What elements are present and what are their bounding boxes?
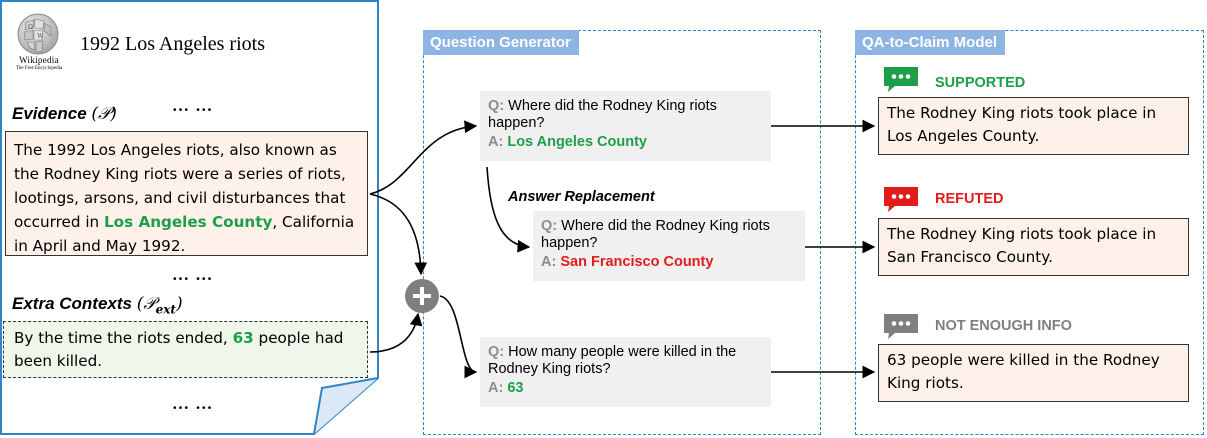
verdict-refuted: REFUTED <box>935 191 1004 207</box>
qa-to-claim-panel <box>855 30 1204 435</box>
evidence-text: The 1992 Los Angeles riots, also known a… <box>14 141 355 255</box>
ellipsis-middle: … … <box>172 265 214 284</box>
extra-contexts-heading: Extra Contexts (𝒫ext) <box>12 294 183 317</box>
wikipedia-wordmark: Wikipedia <box>19 55 59 65</box>
arrow-qa1-to-qa2 <box>486 166 531 253</box>
arrow-evidence-to-qa1 <box>369 120 478 195</box>
arrow-combine-to-qa3 <box>439 295 478 379</box>
evidence-heading: Evidence (𝒫) <box>12 104 117 124</box>
question-generator-title: Question Generator <box>423 30 579 55</box>
extra-contexts-text: By the time the riots ended, 63 people h… <box>14 329 344 370</box>
wikipedia-logo-icon: Ω W <box>17 13 59 55</box>
extra-contexts-box <box>3 321 368 378</box>
wikipedia-tagline: The Free Encyclopedia <box>15 66 63 71</box>
refuted-speech-bubble-icon <box>884 187 918 212</box>
ellipsis-bottom: … … <box>172 394 214 413</box>
answer-replacement-label: Answer Replacement <box>508 189 655 205</box>
evidence-box <box>5 131 368 256</box>
claim-box-2: The Rodney King riots took place in San … <box>878 218 1189 276</box>
evidence-answer-highlight: Los Angeles County <box>104 213 273 231</box>
question-generator-panel <box>423 30 821 435</box>
supported-speech-bubble-icon <box>884 67 918 92</box>
svg-text:Ω: Ω <box>28 24 33 31</box>
claim-box-1: The Rodney King riots took place in Los … <box>878 97 1189 155</box>
not-enough-info-speech-bubble-icon <box>884 314 918 339</box>
qa-pair-2: Q: Where did the Rodney King riots happe… <box>533 211 805 281</box>
verdict-supported: SUPPORTED <box>935 75 1026 91</box>
qa-pair-1: Q: Where did the Rodney King riots happe… <box>480 91 771 161</box>
arrow-extra-to-combine <box>369 312 423 353</box>
svg-text:W: W <box>37 33 44 40</box>
extra-answer-highlight: 63 <box>232 329 254 347</box>
ellipsis-top: … … <box>172 96 214 115</box>
qa-to-claim-title: QA-to-Claim Model <box>855 30 1005 55</box>
arrow-evidence-to-combine <box>369 193 428 276</box>
plus-circle-icon <box>405 279 439 313</box>
qa-pair-3: Q: How many people were killed in the Ro… <box>480 337 771 407</box>
page-title: 1992 Los Angeles riots <box>80 33 265 55</box>
verdict-not-enough-info: NOT ENOUGH INFO <box>935 318 1072 334</box>
claim-box-3: 63 people were killed in the Rodney King… <box>878 344 1189 402</box>
